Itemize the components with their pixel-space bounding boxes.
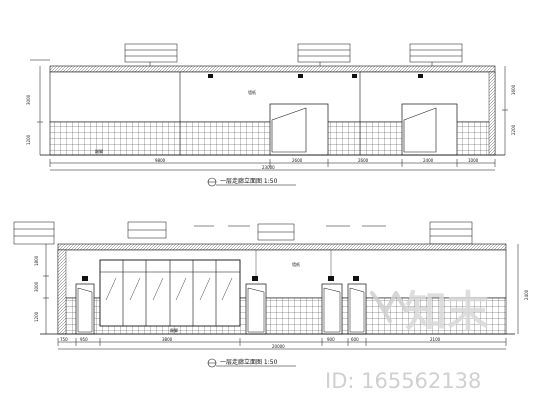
label-2-skirting: 踢脚 (170, 327, 178, 333)
column-left-2 (57, 249, 67, 335)
dim-2-4: 900 (327, 337, 335, 342)
elevation-1: 9800 23000 2600 2600 2400 1000 3000 1200… (26, 43, 516, 187)
window-2 (99, 259, 241, 327)
dim-1-4: 2400 (423, 158, 434, 163)
title-elevation-2: 一层走廊立面图 1:50 (220, 358, 278, 366)
watermark: 知末 ID: 165562138 (325, 287, 489, 393)
dim-2-1: 950 (80, 337, 88, 342)
dim-2-5: 600 (351, 337, 359, 342)
title-marker-2 (207, 358, 296, 368)
door-2b (245, 283, 267, 335)
dim-1-0: 9800 (155, 158, 166, 163)
door-1a (269, 103, 329, 156)
dim-2-2: 3800 (162, 337, 173, 342)
dim-2-left-1: 3000 (34, 281, 39, 292)
label-2-wallpaper: 墙纸 (292, 261, 300, 267)
dim-2-left-0: 1800 (34, 255, 39, 266)
column-right-1 (488, 71, 496, 156)
dim-1-left-0: 3000 (26, 94, 31, 105)
dim-1-5: 1000 (468, 158, 479, 163)
elevation-2: 750 950 3800 20000 900 600 2100 1800 300… (13, 221, 529, 368)
watermark-id: ID: 165562138 (325, 369, 481, 393)
label-1-skirting: 踢脚 (95, 148, 103, 154)
watermark-logo-icon (370, 291, 408, 323)
ceiling-band-2 (57, 243, 507, 251)
label-1-wallpaper: 墙纸 (248, 89, 256, 95)
door-2c (321, 283, 343, 335)
dim-1-1: 23000 (262, 165, 275, 170)
door-1b (401, 103, 458, 156)
dim-2-3: 20000 (272, 344, 285, 349)
watermark-brand: 知末 (405, 287, 489, 336)
title-elevation-1: 一层走廊立面图 1:50 (220, 177, 278, 185)
dim-2-6: 2100 (430, 337, 441, 342)
dim-line-bottom-2 (57, 338, 507, 350)
leader-callouts-1 (30, 43, 463, 68)
dim-line-bottom-1 (49, 159, 496, 171)
door-2a (75, 283, 95, 335)
dim-2-0: 750 (60, 337, 68, 342)
dim-1-left-1: 1200 (26, 134, 31, 145)
ceiling-band-1 (49, 65, 496, 73)
door-2d (347, 283, 367, 335)
dim-2-left-2: 1200 (34, 311, 39, 322)
dim-1-right-0: 1600 (511, 84, 516, 95)
leader-callouts-2 (13, 221, 473, 245)
dim-1-2: 2600 (292, 158, 303, 163)
dim-2-right-0: 2400 (524, 289, 529, 300)
title-marker-1 (207, 177, 296, 187)
dim-1-right-1: 2200 (511, 124, 516, 135)
dim-1-3: 2600 (358, 158, 369, 163)
